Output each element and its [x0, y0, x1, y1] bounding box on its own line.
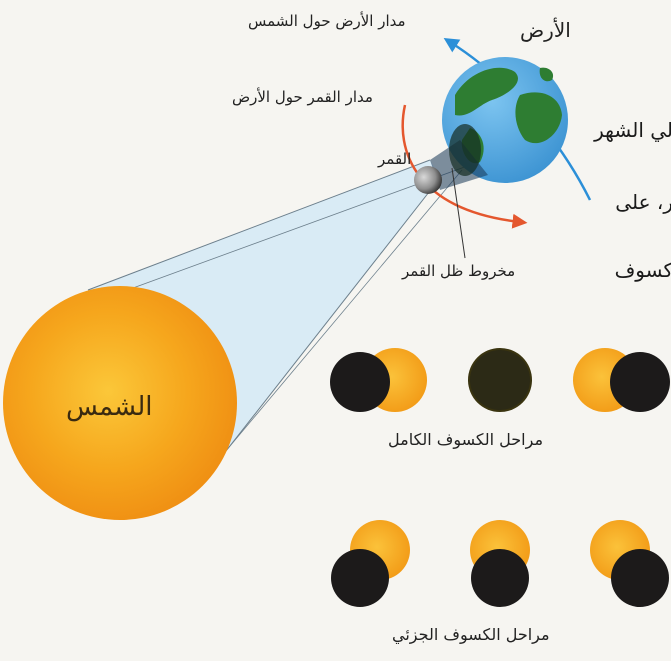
sun-label: الشمس	[66, 392, 153, 422]
partial-eclipse-phases	[331, 520, 669, 607]
total-eclipse-caption: مراحل الكسوف الكامل	[388, 430, 544, 449]
earth-orbit-label: مدار الأرض حول الشمس	[248, 12, 406, 30]
moon-orbit-label: مدار القمر حول الأرض	[232, 88, 373, 106]
side-text-line-2: ر، على	[615, 190, 671, 214]
side-text-line-3: كسوف	[614, 258, 671, 282]
side-text-line-1: لي الشهر	[594, 118, 671, 142]
shadow-cone-label: مخروط ظل القمر	[402, 262, 516, 280]
moon-label: القمر	[378, 150, 412, 168]
partial-eclipse-caption: مراحل الكسوف الجزئي	[392, 625, 550, 644]
total-eclipse-phases	[330, 348, 670, 412]
earth-label: الأرض	[520, 18, 571, 42]
sun-icon	[3, 286, 237, 520]
moon-icon	[414, 166, 442, 194]
